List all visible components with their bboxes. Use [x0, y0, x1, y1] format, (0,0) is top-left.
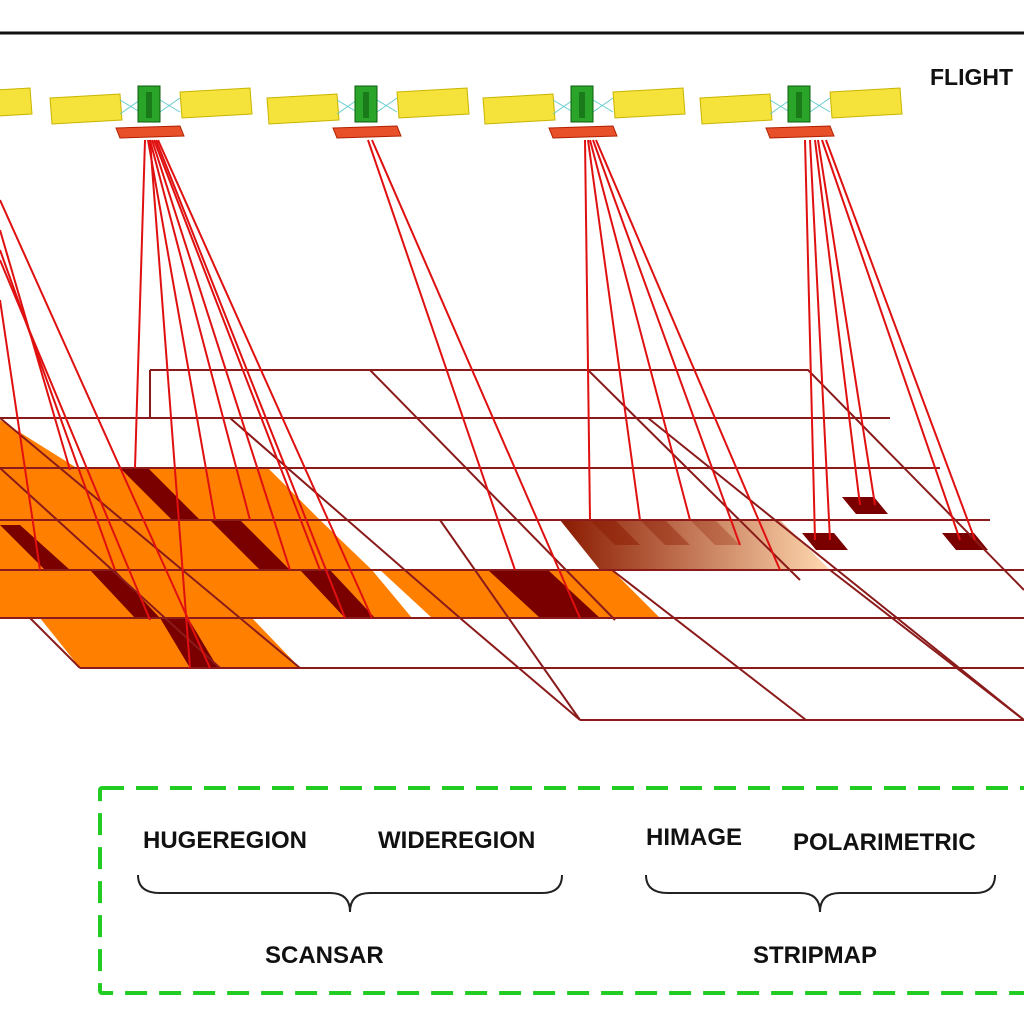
grid-line — [647, 417, 1024, 721]
panel-struts — [336, 97, 398, 115]
beam — [0, 299, 41, 571]
beam — [155, 139, 346, 619]
polarimetric-spot — [842, 497, 888, 514]
beam — [367, 139, 516, 571]
beam — [804, 139, 816, 541]
himage-band — [590, 520, 640, 545]
solar-panel-right — [396, 87, 470, 119]
burst-strip — [90, 570, 160, 618]
solar-panel-left — [266, 93, 340, 125]
sar-antenna — [548, 125, 618, 139]
legend-frame — [98, 786, 1024, 995]
panel-struts — [119, 97, 181, 115]
stripmap-group-label: STRIPMAP — [753, 942, 877, 969]
beam — [0, 249, 116, 571]
polarimetric-spot — [942, 533, 988, 550]
solar-panel-right — [0, 87, 33, 117]
burst-strip — [120, 468, 200, 520]
beam — [151, 139, 291, 571]
satellite — [482, 85, 686, 139]
stripmap-brace — [645, 874, 996, 913]
himage-band — [640, 520, 690, 545]
burst-strip — [300, 570, 375, 618]
satellite — [0, 87, 33, 117]
beam — [595, 139, 781, 571]
sar-antenna — [115, 125, 185, 139]
mode-legend: HUGEREGION WIDEREGION SCANSAR HIMAGE POL… — [98, 786, 1024, 995]
beam — [821, 139, 961, 541]
beam — [371, 139, 581, 619]
mode-himage: HIMAGE — [646, 824, 742, 851]
flight-label: FLIGHT — [930, 64, 1013, 90]
beam — [592, 139, 741, 546]
beam — [149, 139, 251, 521]
satellite-body-shade — [146, 92, 152, 118]
scansar-brace — [137, 874, 563, 913]
grid-line — [29, 617, 81, 669]
mode-wideregion: WIDEREGION — [378, 827, 535, 854]
solar-panel-right — [829, 87, 903, 119]
solar-panel-left — [49, 93, 123, 125]
beam — [134, 139, 146, 469]
beam — [0, 199, 211, 669]
grid-line — [369, 369, 616, 621]
scansar-footprint — [40, 618, 300, 668]
polarimetric-spot — [802, 533, 848, 550]
beam — [587, 139, 641, 521]
scansar-footprint — [0, 425, 268, 468]
beam — [149, 139, 191, 669]
satellites — [0, 85, 903, 139]
grid-line — [459, 617, 581, 721]
beam — [147, 139, 216, 521]
beam — [584, 139, 591, 521]
grid-line — [611, 569, 807, 721]
beam — [817, 139, 876, 506]
beam — [825, 139, 976, 541]
solar-panel-right — [179, 87, 253, 119]
burst-strip — [0, 525, 70, 570]
grid-line — [0, 467, 221, 669]
satellite — [49, 85, 253, 139]
mode-polarimetric: POLARIMETRIC — [793, 829, 976, 856]
beam — [589, 139, 691, 521]
sar-antenna — [765, 125, 835, 139]
beam — [809, 139, 831, 541]
beam — [814, 139, 861, 506]
himage-band — [690, 520, 740, 545]
beam — [157, 139, 373, 619]
grid-line — [229, 417, 461, 619]
panel-struts — [769, 97, 831, 115]
sar-antenna — [332, 125, 402, 139]
burst-strip — [210, 520, 290, 570]
mode-hugeregion: HUGEREGION — [143, 827, 307, 854]
grid-line — [0, 417, 301, 669]
grid-line — [439, 519, 581, 721]
satellite — [266, 85, 470, 139]
satellite-body-shade — [796, 92, 802, 118]
ground-swath-grid — [0, 369, 1024, 721]
panel-struts — [552, 97, 614, 115]
burst-strip — [488, 570, 600, 618]
satellite-body-shade — [579, 92, 585, 118]
scansar-group-label: SCANSAR — [265, 942, 384, 969]
radar-beams — [0, 139, 976, 669]
solar-panel-left — [482, 93, 556, 125]
solar-panel-left — [699, 93, 773, 125]
satellite — [699, 85, 903, 139]
satellite-body-shade — [363, 92, 369, 118]
beam — [153, 139, 321, 571]
solar-panel-right — [612, 87, 686, 119]
